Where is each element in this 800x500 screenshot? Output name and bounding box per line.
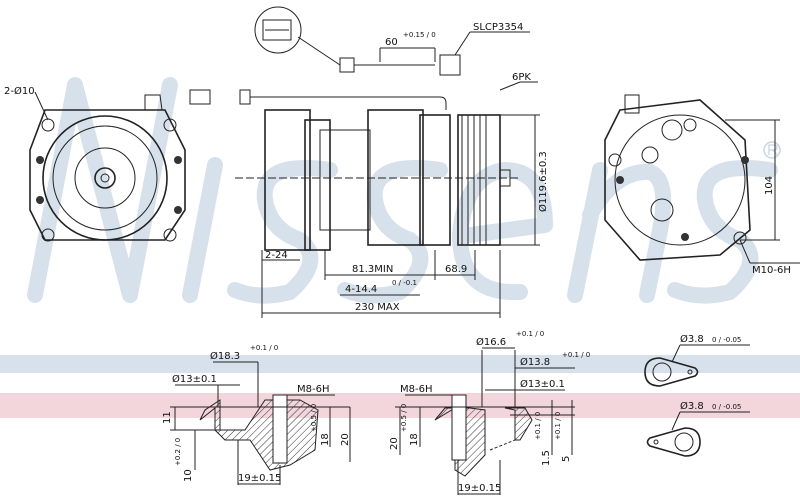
depth-18-tolerance: +0.5 / 0 (310, 404, 318, 432)
bore-outer-tolerance-right: +0.1 / 0 (516, 330, 544, 338)
registered-mark (763, 141, 781, 159)
cable-length-label: 60 (385, 37, 398, 48)
thread-label-right: M8-6H (400, 384, 432, 395)
hole-tolerance-label: 0 / -0.1 (392, 279, 417, 287)
hole-spec-label: 4-14.4 (345, 284, 377, 295)
front-view: 2-Ø10 (4, 85, 186, 242)
o-ring-top-label: Ø3.8 (680, 333, 704, 345)
depth-18-tolerance-right: +0.5 / 0 (400, 404, 408, 432)
o-ring-bottom-label: Ø3.8 (680, 400, 704, 412)
pulley-label: 6PK (512, 72, 531, 83)
height-label: 104 (764, 176, 775, 195)
spacing-label-left: 19±0.15 (238, 473, 281, 484)
depth-18-label: 18 (320, 433, 331, 446)
depth-1-5-tolerance: +0.1 / 0 (534, 412, 542, 440)
depth-20-label: 20 (340, 433, 351, 446)
depth-20-label-right: 20 (389, 437, 400, 450)
spacing-label-right: 19±0.15 (458, 483, 501, 494)
bore-mid-tolerance: +0.1 / 0 (562, 351, 590, 359)
cable-tolerance-label: +0.15 / 0 (403, 31, 436, 39)
o-ring-top-tolerance: 0 / -0.05 (712, 336, 741, 344)
thread-label: M10-6H (752, 265, 791, 276)
depth-5-label: 5 (561, 456, 572, 462)
pulley-offset-label: 68.9 (445, 264, 467, 275)
max-length-label: 230 MAX (355, 302, 400, 313)
bore-outer-label: Ø18.3 (210, 350, 240, 362)
depth-11-label: 11 (162, 411, 173, 424)
o-ring-bottom-tolerance: 0 / -0.05 (712, 403, 741, 411)
bore-outer-label-right: Ø16.6 (476, 336, 506, 348)
min-length-label: 81.3MIN (352, 264, 393, 275)
connector-detail: 60 +0.15 / 0 SLCP3354 (189, 6, 530, 110)
bore-mid-label: Ø13.8 (520, 356, 550, 368)
bolt-label: 2-24 (265, 250, 288, 261)
bore-inner-label-right: Ø13±0.1 (520, 378, 565, 390)
blue-band (0, 355, 800, 373)
depth-10-tolerance: +0.2 / 0 (174, 438, 182, 466)
o-rings: Ø3.8 0 / -0.05 Ø3.8 0 / -0.05 (644, 333, 750, 457)
mount-holes-label: 2-Ø10 (4, 85, 35, 97)
depth-10-label: 10 (183, 469, 194, 482)
connector-part-label: SLCP3354 (473, 22, 523, 33)
depth-5-tolerance: +0.1 / 0 (554, 412, 562, 440)
rear-view: 104 M10-6H (604, 94, 800, 276)
bore-outer-tolerance: +0.1 / 0 (250, 344, 278, 352)
section-right: 20 18 +0.5 / 0 M8-6H Ø16.6 +0.1 / 0 Ø13.… (389, 330, 590, 495)
section-left: 11 10 +0.2 / 0 Ø18.3 +0.1 / 0 Ø13±0.1 M8… (162, 344, 351, 485)
depth-18-label-right: 18 (409, 433, 420, 446)
pulley-diameter-label: Ø119.6±0.3 (537, 151, 549, 212)
bore-inner-label: Ø13±0.1 (172, 373, 217, 385)
side-view: 6PK Ø119.6±0.3 2-24 81.3MIN 68.9 4-14.4 … (235, 72, 549, 318)
depth-1-5-label: 1.5 (541, 450, 552, 466)
watermark-logo (27, 77, 778, 304)
thread-label-left: M8-6H (297, 384, 329, 395)
